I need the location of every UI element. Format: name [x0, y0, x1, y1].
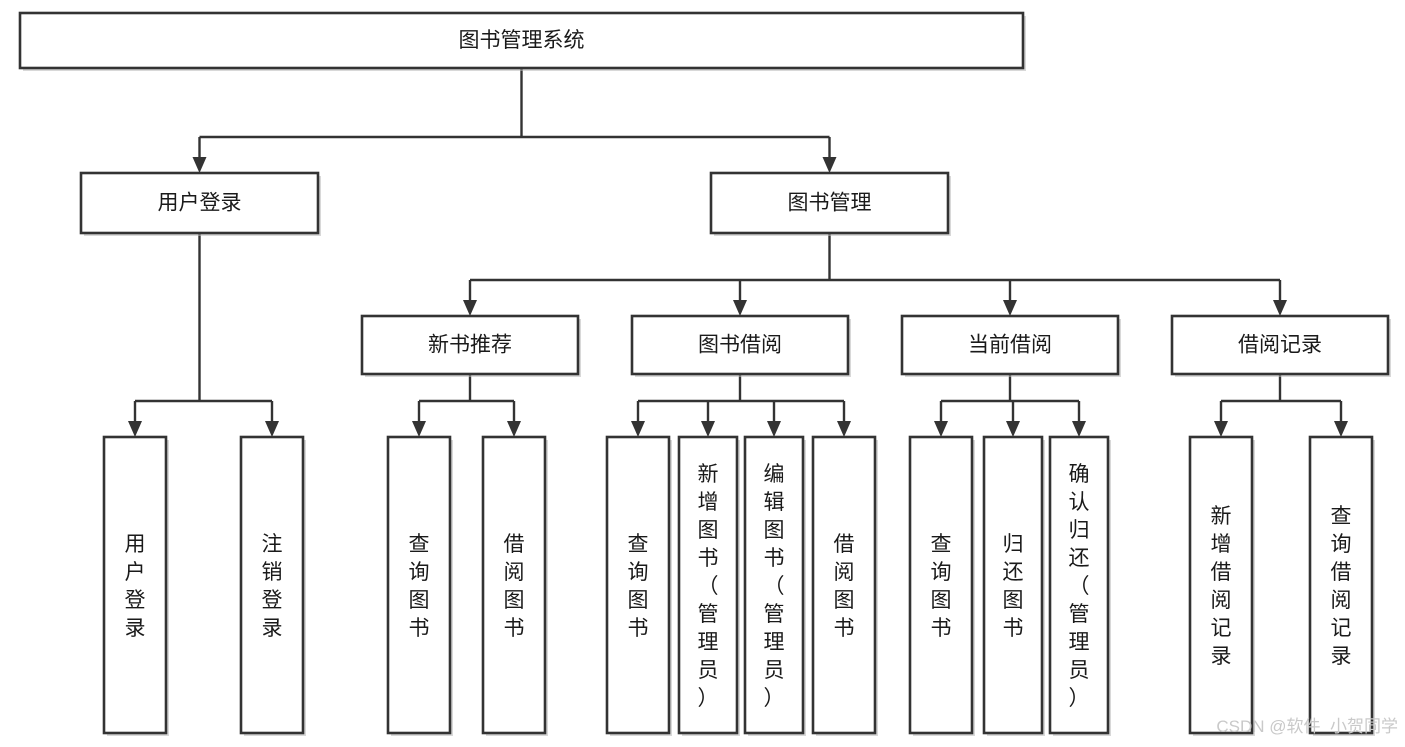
node-borrow-record[interactable]: 借阅记录 — [1170, 314, 1391, 377]
connector-borrow-to-leaves — [631, 374, 851, 437]
node-leaf-add-book[interactable]: 新增图书（管理员） — [677, 435, 740, 736]
node-leaf-query-book-cur[interactable]: 查询图书 — [908, 435, 975, 736]
arrow-head-icon — [1334, 421, 1348, 437]
connector-userlogin-to-leaves — [128, 233, 279, 437]
node-layer: 图书管理系统用户登录图书管理新书推荐图书借阅当前借阅借阅记录用户登录注销登录查询… — [18, 11, 1391, 736]
connector-layer — [128, 68, 1348, 437]
node-label: 新书推荐 — [428, 334, 512, 357]
node-label: 查询图书 — [409, 533, 430, 640]
node-book-borrow[interactable]: 图书借阅 — [630, 314, 851, 377]
arrow-head-icon — [1072, 421, 1086, 437]
node-label: 图书管理系统 — [459, 29, 585, 52]
node-leaf-query-book-borrow[interactable]: 查询图书 — [605, 435, 672, 736]
node-leaf-confirm-return[interactable]: 确认归还（管理员） — [1048, 435, 1111, 736]
node-label: 查询图书 — [628, 533, 649, 640]
node-label: 归还图书 — [1003, 533, 1024, 640]
arrow-head-icon — [934, 421, 948, 437]
node-leaf-user-login[interactable]: 用户登录 — [102, 435, 169, 736]
node-label: 编辑图书（管理员） — [764, 463, 785, 710]
arrow-head-icon — [1006, 421, 1020, 437]
node-label: 新增图书（管理员） — [698, 463, 719, 710]
node-leaf-logout[interactable]: 注销登录 — [239, 435, 306, 736]
node-label: 借阅记录 — [1238, 334, 1322, 357]
node-new-book-recommend[interactable]: 新书推荐 — [360, 314, 581, 377]
connector-recommend-to-leaves — [412, 374, 521, 437]
node-label: 借阅图书 — [504, 533, 525, 640]
arrow-head-icon — [192, 157, 207, 173]
arrow-head-icon — [1273, 300, 1287, 316]
node-user-login[interactable]: 用户登录 — [79, 171, 321, 236]
connector-current-to-leaves — [934, 374, 1086, 437]
connector-record-to-leaves — [1214, 374, 1348, 437]
connector-bookmanage-to-level3 — [463, 233, 1287, 316]
node-leaf-add-record[interactable]: 新增借阅记录 — [1188, 435, 1255, 736]
node-leaf-query-book-rec[interactable]: 查询图书 — [386, 435, 453, 736]
node-leaf-return-book[interactable]: 归还图书 — [982, 435, 1045, 736]
node-label: 查询借阅记录 — [1331, 505, 1352, 668]
node-leaf-query-record[interactable]: 查询借阅记录 — [1308, 435, 1375, 736]
arrow-head-icon — [767, 421, 781, 437]
arrow-head-icon — [1214, 421, 1228, 437]
node-book-manage[interactable]: 图书管理 — [709, 171, 951, 236]
node-label: 借阅图书 — [834, 533, 855, 640]
node-label: 当前借阅 — [968, 334, 1052, 357]
node-leaf-borrow-book[interactable]: 借阅图书 — [811, 435, 878, 736]
node-label: 图书管理 — [788, 192, 872, 215]
arrow-head-icon — [412, 421, 426, 437]
node-label: 用户登录 — [125, 533, 146, 640]
node-label: 新增借阅记录 — [1211, 505, 1232, 668]
arrow-head-icon — [733, 300, 747, 316]
node-label: 查询图书 — [931, 533, 952, 640]
connector-root-to-level2 — [192, 68, 837, 173]
arrow-head-icon — [822, 157, 837, 173]
node-leaf-edit-book[interactable]: 编辑图书（管理员） — [743, 435, 806, 736]
csdn-watermark: CSDN @软件_小贺同学 — [1216, 717, 1398, 736]
node-label: 注销登录 — [262, 533, 283, 640]
arrow-head-icon — [265, 421, 279, 437]
node-root[interactable]: 图书管理系统 — [18, 11, 1026, 71]
node-label: 图书借阅 — [698, 334, 782, 357]
node-label: 确认归还（管理员） — [1069, 463, 1090, 710]
arrow-head-icon — [631, 421, 645, 437]
node-label: 用户登录 — [158, 192, 242, 215]
node-leaf-borrow-book-rec[interactable]: 借阅图书 — [481, 435, 548, 736]
node-current-borrow[interactable]: 当前借阅 — [900, 314, 1121, 377]
arrow-head-icon — [128, 421, 142, 437]
arrow-head-icon — [837, 421, 851, 437]
arrow-head-icon — [507, 421, 521, 437]
arrow-head-icon — [463, 300, 477, 316]
arrow-head-icon — [1003, 300, 1017, 316]
arrow-head-icon — [701, 421, 715, 437]
